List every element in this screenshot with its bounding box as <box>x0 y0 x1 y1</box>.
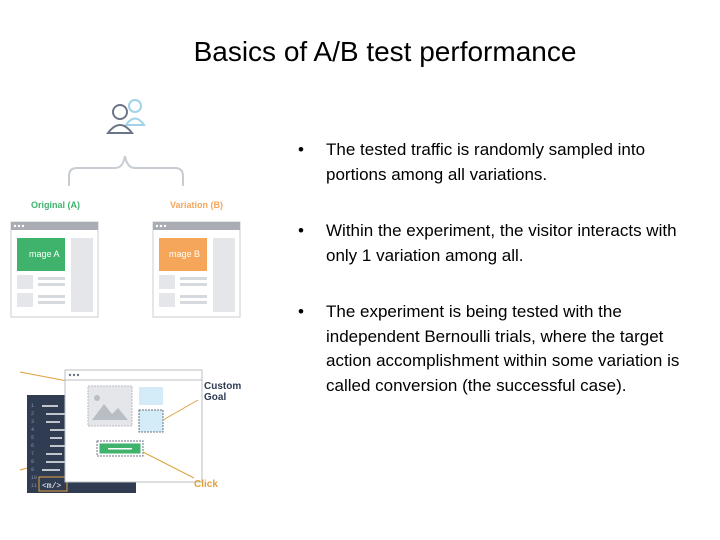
line-number: 1 <box>31 403 34 409</box>
users-icon <box>105 99 146 134</box>
image-b-label: mage B <box>169 249 200 259</box>
line-number: 2 <box>31 411 34 417</box>
line-number: 6 <box>31 443 34 449</box>
label-variation: Variation (B) <box>170 200 223 210</box>
bullet-item: The experiment is being tested with the … <box>298 300 708 398</box>
line-number: 7 <box>31 451 34 457</box>
split-brace <box>68 155 184 186</box>
line-number: 9 <box>31 467 34 473</box>
line-number: 5 <box>31 435 34 441</box>
line-number: 11 <box>31 483 37 489</box>
line-number: 3 <box>31 419 34 425</box>
image-a-label: mage A <box>29 249 60 259</box>
code-tag: <m/> <box>42 482 61 491</box>
browser-window <box>64 369 203 483</box>
ab-test-illustration: Original (A) Variation (B) mage A mage B <box>10 99 241 493</box>
line-number: 4 <box>31 427 34 433</box>
label-original: Original (A) <box>31 200 80 210</box>
custom-goal-label: Goal <box>204 392 226 403</box>
page-title: Basics of A/B test performance <box>193 36 577 67</box>
line-number: 10 <box>31 475 37 481</box>
custom-goal-label: Custom <box>204 381 241 392</box>
bullet-item: Within the experiment, the visitor inter… <box>298 219 708 268</box>
image-placeholder-icon <box>92 395 128 420</box>
line-number: 8 <box>31 459 34 465</box>
variation-window <box>152 221 241 318</box>
original-window <box>10 221 99 318</box>
bullet-item: The tested traffic is randomly sampled i… <box>298 138 708 187</box>
click-label: Click <box>194 479 218 490</box>
bullet-list: The tested traffic is randomly sampled i… <box>298 138 708 430</box>
